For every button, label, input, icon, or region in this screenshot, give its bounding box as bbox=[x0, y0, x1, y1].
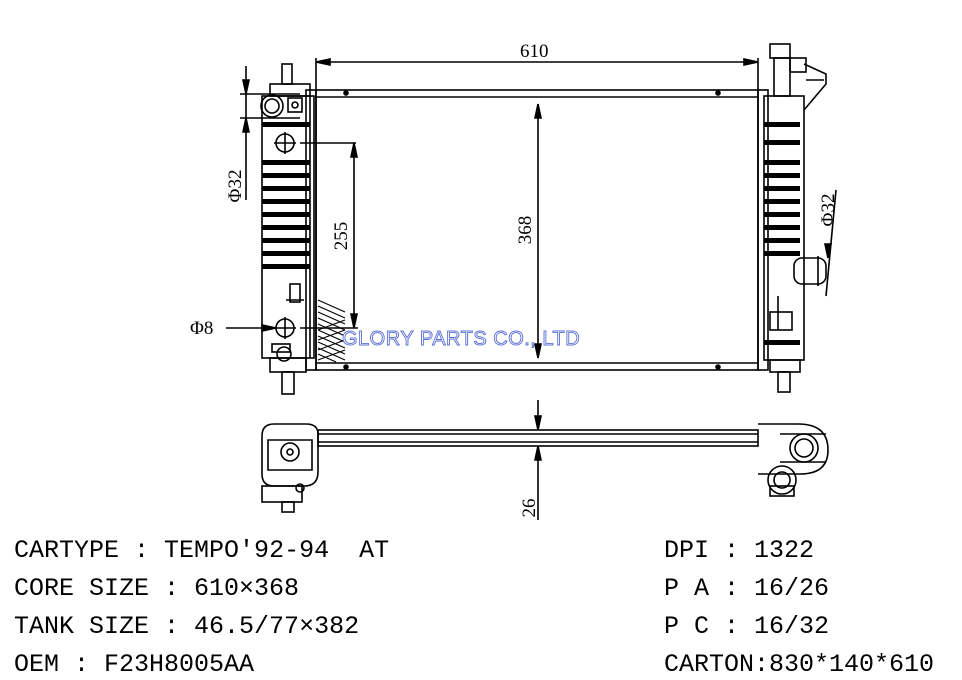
outlet-diameter-label: Φ32 bbox=[818, 194, 839, 227]
right-tank-ribs bbox=[764, 122, 800, 345]
core-height-label: 368 bbox=[515, 216, 536, 245]
drain-dimension bbox=[226, 324, 277, 332]
spec-carton: CARTON:830*140*610 bbox=[664, 650, 935, 679]
spec-label: OEM bbox=[14, 650, 60, 679]
inlet-diameter-label: Φ32 bbox=[225, 170, 246, 203]
spec-core-size: CORE SIZE : 610×368 bbox=[14, 574, 300, 603]
spec-value: TEMPO'92-94 AT bbox=[164, 536, 390, 565]
spec-value: 16/26 bbox=[754, 574, 830, 603]
spec-value: 1322 bbox=[754, 536, 815, 565]
spec-label: CARTON bbox=[664, 650, 755, 679]
width-dimension bbox=[315, 58, 759, 90]
left-inlet-dimension bbox=[240, 66, 300, 200]
thickness-dimension bbox=[534, 400, 542, 520]
spec-label: TANK SIZE bbox=[14, 612, 150, 641]
spec-label: CARTYPE bbox=[14, 536, 120, 565]
spec-value: 610×368 bbox=[194, 574, 300, 603]
drain-diameter-label: Φ8 bbox=[190, 318, 213, 339]
watermark-text: GLORY PARTS CO., LTD bbox=[342, 328, 580, 350]
spec-label: DPI bbox=[664, 536, 710, 565]
inner-height-label: 255 bbox=[331, 222, 352, 251]
thickness-label: 26 bbox=[519, 499, 540, 518]
width-label: 610 bbox=[520, 41, 549, 62]
radiator-drawing: 610 368 255 Φ32 Φ32 Φ8 26 GLORY PARTS CO… bbox=[190, 41, 839, 520]
section-view bbox=[261, 423, 829, 513]
spec-dpi: DPI : 1322 bbox=[664, 536, 815, 565]
right-tank bbox=[757, 43, 827, 393]
spec-value: 46.5/77×382 bbox=[194, 612, 360, 641]
spec-oem: OEM : F23H8005AA bbox=[14, 650, 255, 679]
spec-value: 16/32 bbox=[754, 612, 830, 641]
spec-pa: P A : 16/26 bbox=[664, 574, 830, 603]
spec-value: 830*140*610 bbox=[769, 650, 935, 679]
spec-label: P C bbox=[664, 612, 710, 641]
spec-label: P A bbox=[664, 574, 710, 603]
spec-pc: P C : 16/32 bbox=[664, 612, 830, 641]
right-outlet-dimension bbox=[824, 189, 837, 297]
left-tank-ribs bbox=[262, 122, 310, 269]
spec-tank-size: TANK SIZE : 46.5/77×382 bbox=[14, 612, 360, 641]
spec-value: F23H8005AA bbox=[104, 650, 255, 679]
spec-cartype: CARTYPE : TEMPO'92-94 AT bbox=[14, 536, 390, 565]
core-height-dimension bbox=[534, 103, 542, 359]
spec-label: CORE SIZE bbox=[14, 574, 150, 603]
